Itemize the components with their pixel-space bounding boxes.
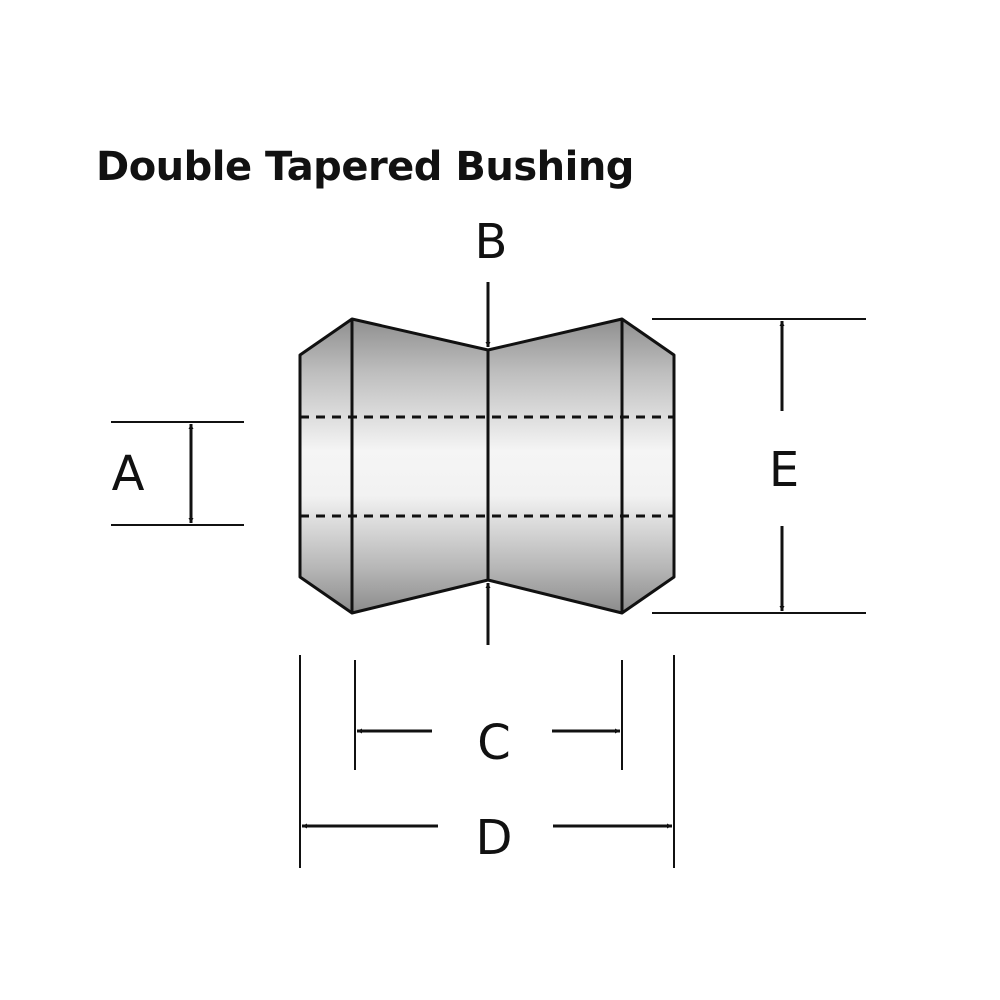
label-e: E [769, 442, 799, 498]
dimension-b: B [475, 214, 508, 645]
dimension-c: C [354, 660, 623, 771]
label-c: C [477, 715, 511, 771]
label-a: A [112, 446, 145, 502]
label-d: D [476, 810, 513, 866]
dimension-a: A [111, 421, 244, 526]
dimension-d: D [299, 655, 675, 868]
dimension-e: E [652, 318, 866, 614]
diagram-title: Double Tapered Bushing [96, 144, 634, 190]
label-b: B [475, 214, 508, 270]
bushing-body [298, 317, 676, 615]
